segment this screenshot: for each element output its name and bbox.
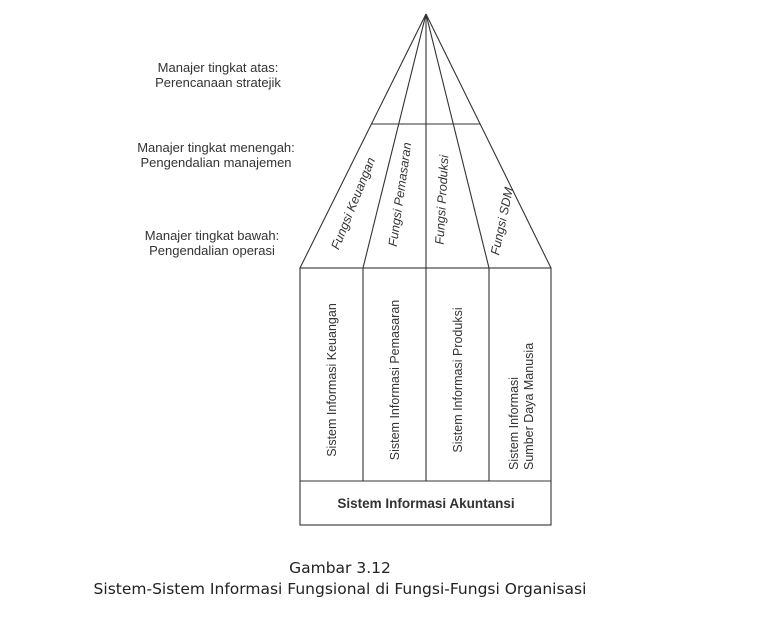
system-label-pemasaran: Sistem Informasi Pemasaran: [388, 300, 402, 461]
level-desc-bottom: Pengendalian operasi: [149, 243, 275, 258]
function-label-produksi: Fungsi Produksi: [433, 153, 452, 244]
level-desc-middle: Pengendalian manajemen: [140, 155, 291, 170]
figure-caption: Sistem-Sistem Informasi Fungsional di Fu…: [93, 580, 587, 598]
system-label-produksi: Sistem Informasi Produksi: [451, 307, 465, 452]
system-label-sdm-line2: Sumber Daya Manusia: [522, 343, 536, 470]
function-label-sdm: Fungsi SDM: [488, 186, 516, 257]
divider-line-1: [362, 13, 427, 269]
level-label-bottom: Manajer tingkat bawah:: [145, 228, 279, 243]
divider-line-3: [425, 13, 490, 269]
pyramid-lines: [299, 13, 552, 269]
system-label-keuangan: Sistem Informasi Keuangan: [325, 303, 339, 457]
level-label-top: Manajer tingkat atas:: [158, 60, 279, 75]
pyramid-left-edge: [299, 13, 427, 269]
figure-number: Gambar 3.12: [289, 559, 391, 577]
base-system-label: Sistem Informasi Akuntansi: [337, 496, 514, 511]
systems-box: [299, 267, 552, 526]
level-desc-top: Perencanaan stratejik: [155, 75, 281, 90]
pyramid-right-edge: [425, 13, 552, 269]
level-label-middle: Manajer tingkat menengah:: [137, 140, 295, 155]
system-label-sdm-line1: Sistem Informasi: [507, 377, 521, 470]
